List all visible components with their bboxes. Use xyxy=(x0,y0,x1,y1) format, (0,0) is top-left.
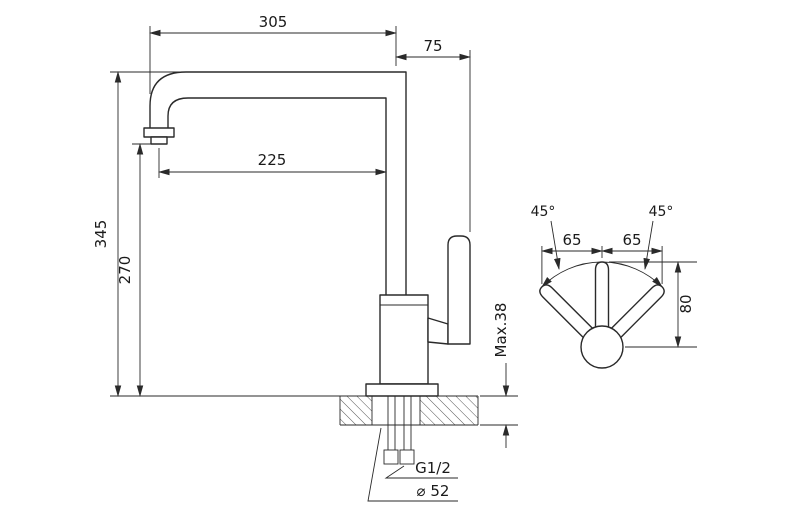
dimension-label: 345 xyxy=(92,220,110,249)
handle-neck xyxy=(427,317,449,345)
hose-right-fitting xyxy=(399,449,415,465)
leader-line xyxy=(643,220,654,270)
spout-inner-edge xyxy=(167,97,387,296)
hose-left-fitting xyxy=(383,449,399,465)
angle-label: 45° xyxy=(531,204,556,220)
dimension-swing-angle-right: 45° xyxy=(643,204,674,270)
front-view: 305 75 225 345 270 xyxy=(92,13,518,502)
dimension-label: 80 xyxy=(677,294,695,313)
dimension-label: Max.38 xyxy=(492,303,510,358)
supply-hoses xyxy=(383,396,415,465)
thread-label: G1/2 xyxy=(415,459,451,477)
handle-positions xyxy=(539,261,665,369)
dimension-label: 305 xyxy=(259,13,288,31)
handle-center xyxy=(594,261,610,328)
dimension-swing-angle-left: 45° xyxy=(531,204,561,270)
leader-line xyxy=(367,427,458,502)
leader-line xyxy=(384,465,458,479)
dimension-spout-height: 270 xyxy=(116,143,151,397)
handle-left-45 xyxy=(539,284,594,339)
countertop-section xyxy=(339,395,479,426)
dimension-label: 65 xyxy=(622,231,641,249)
dimension-label: 270 xyxy=(116,256,134,285)
dimension-offsets: 65 65 xyxy=(540,231,664,284)
spout-aerator xyxy=(150,136,168,145)
faucet-outline xyxy=(143,71,471,397)
dimension-total-height: 345 xyxy=(92,71,340,397)
leader-line xyxy=(550,220,561,270)
top-view: 45° 45° 65 65 80 xyxy=(531,204,697,369)
handle-right-45 xyxy=(610,284,665,339)
dimension-spout-reach: 225 xyxy=(158,148,387,178)
spout-collar xyxy=(143,127,175,138)
dimension-label: 225 xyxy=(258,151,287,169)
dimension-label: 65 xyxy=(562,231,581,249)
countertop-hatch-left xyxy=(340,396,372,425)
hole-diameter-label: ⌀ 52 xyxy=(417,482,450,500)
dimension-handle-length: 80 xyxy=(609,261,697,348)
dimension-label: 75 xyxy=(423,37,442,55)
countertop-hatch-right xyxy=(420,396,478,425)
handle-lever xyxy=(447,235,471,345)
mixer-body xyxy=(379,294,429,385)
dimension-mount-thickness: Max.38 xyxy=(480,303,518,448)
faucet-body-top xyxy=(580,325,624,369)
leader-hole-diameter: ⌀ 52 xyxy=(367,427,458,502)
angle-label: 45° xyxy=(649,204,674,220)
leader-thread-size: G1/2 xyxy=(384,459,458,479)
base-flange xyxy=(365,383,439,397)
dimension-handle-offset: 75 xyxy=(395,37,471,232)
dimension-total-width: 305 xyxy=(149,13,397,94)
spout-outer-edge xyxy=(149,71,407,296)
